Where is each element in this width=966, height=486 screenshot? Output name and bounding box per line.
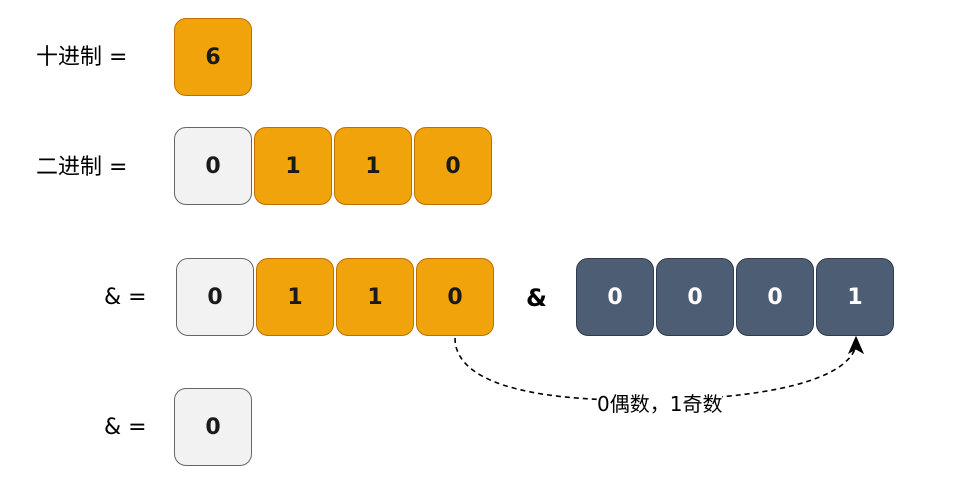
mask-bit-cell: 1: [816, 258, 894, 336]
binary-label: 二进制 =: [36, 155, 128, 180]
binary-bit-cell: 1: [254, 127, 332, 205]
mask-bit-value: 0: [687, 284, 703, 310]
result-cell: 0: [174, 388, 252, 466]
mask-bit-value: 0: [767, 284, 783, 310]
dashed-arrow-path: [454, 337, 857, 401]
and-left-bit-cell: 0: [416, 258, 494, 336]
mask-bit-value: 0: [607, 284, 623, 310]
and-left-bit-cell: 1: [256, 258, 334, 336]
decimal-label: 十进制 =: [36, 45, 128, 70]
mask-bit-value: 1: [847, 284, 863, 310]
result-cell-value: 0: [205, 414, 221, 440]
parity-note: 0偶数，1奇数: [597, 392, 723, 416]
and-left-bit-value: 0: [207, 284, 223, 310]
decimal-cell-value: 6: [205, 44, 221, 70]
and-left-bit-value: 1: [367, 284, 383, 310]
binary-bit-value: 0: [205, 153, 221, 179]
and-operator: &: [526, 284, 547, 312]
mask-bit-cell: 0: [736, 258, 814, 336]
binary-bit-cell: 0: [414, 127, 492, 205]
and-left-bit-value: 0: [447, 284, 463, 310]
arrowhead-icon: [847, 335, 865, 355]
binary-bit-value: 1: [365, 153, 381, 179]
and-row-label: & =: [104, 285, 147, 310]
and-left-bit-cell: 1: [336, 258, 414, 336]
mask-bit-cell: 0: [576, 258, 654, 336]
binary-bit-cell: 0: [174, 127, 252, 205]
and-left-bit-cell: 0: [176, 258, 254, 336]
result-label: & =: [104, 415, 147, 440]
binary-bit-value: 1: [285, 153, 301, 179]
binary-bit-value: 0: [445, 153, 461, 179]
binary-bit-cell: 1: [334, 127, 412, 205]
decimal-cell: 6: [174, 18, 252, 96]
and-left-bit-value: 1: [287, 284, 303, 310]
mask-bit-cell: 0: [656, 258, 734, 336]
